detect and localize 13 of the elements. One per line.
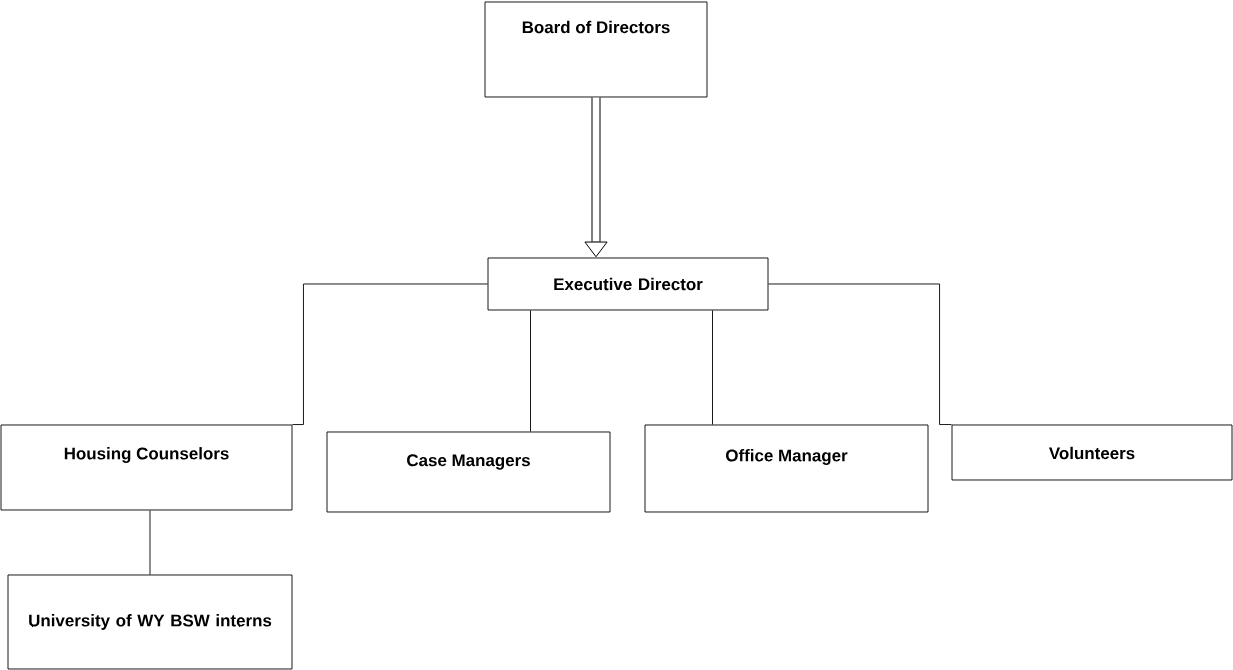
block-arrow <box>584 97 608 258</box>
connector-line <box>292 283 488 425</box>
org-box: University of WY BSW interns <box>7 574 293 670</box>
connector-line <box>768 283 952 425</box>
org-box: Executive Director <box>487 257 769 311</box>
connector-line <box>149 510 151 575</box>
connector-line <box>712 310 713 425</box>
connector-line <box>530 310 531 432</box>
org-box: Case Managers <box>326 431 611 513</box>
org-box: Board of Directors <box>484 1 708 98</box>
org-box: Volunteers <box>951 424 1233 481</box>
org-box: Housing Counselors <box>0 424 293 511</box>
org-box: Office Manager <box>644 424 929 513</box>
